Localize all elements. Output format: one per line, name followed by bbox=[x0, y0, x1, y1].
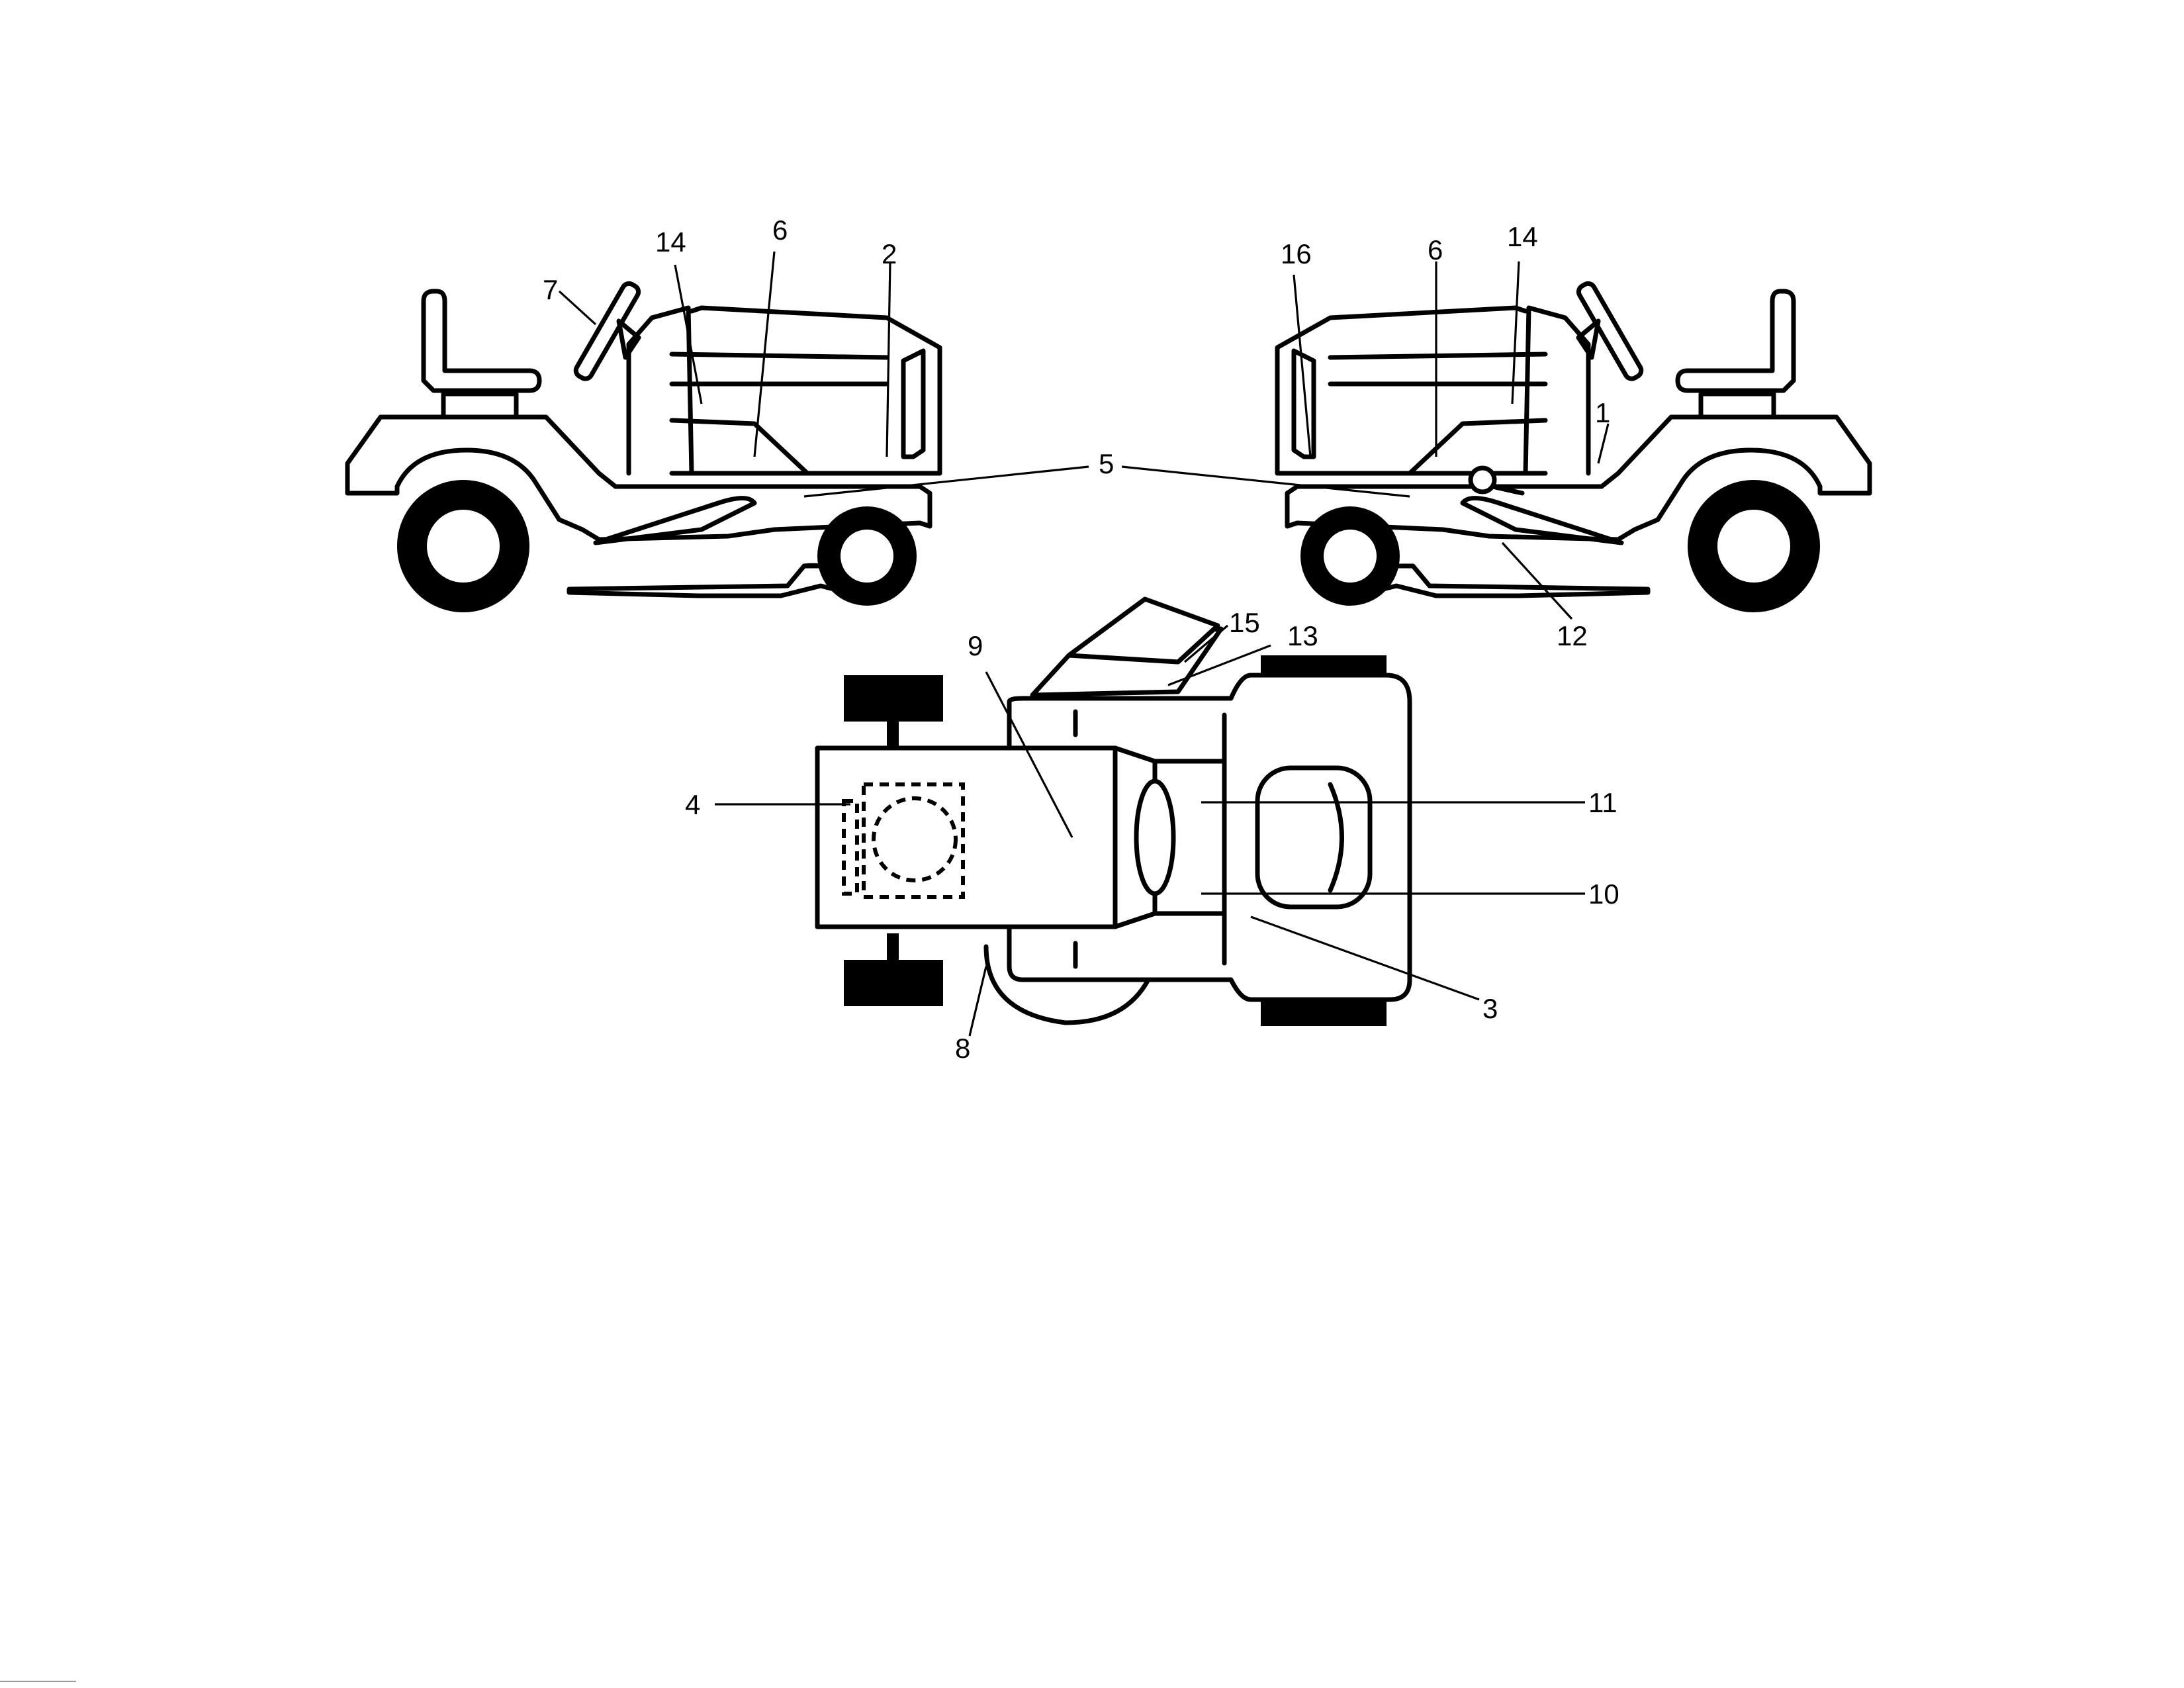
callout-6-left: 6 bbox=[772, 214, 788, 246]
front-tire-top bbox=[844, 675, 943, 722]
callout-3: 3 bbox=[1482, 993, 1498, 1024]
callout-1: 1 bbox=[1595, 397, 1610, 428]
seat-top bbox=[1255, 765, 1373, 910]
rear-tire-bottom bbox=[1261, 1001, 1387, 1026]
callout-4: 4 bbox=[685, 789, 700, 820]
callout-6-right: 6 bbox=[1428, 234, 1443, 265]
callout-11: 11 bbox=[1588, 787, 1617, 818]
tractor-right-side-view bbox=[1275, 281, 1872, 612]
tractor-top-view bbox=[815, 596, 1412, 1026]
tractor-left-side-view bbox=[345, 281, 942, 612]
callout-16: 16 bbox=[1281, 238, 1312, 269]
callout-labels: 7 14 6 2 5 16 6 14 1 12 15 13 9 4 11 10 … bbox=[543, 214, 1619, 1064]
steering-wheel bbox=[573, 281, 641, 381]
lift-lever-knob bbox=[1468, 465, 1497, 494]
callout-5: 5 bbox=[1099, 448, 1114, 479]
seat-post bbox=[441, 391, 519, 420]
steering-wheel-top bbox=[1134, 778, 1176, 896]
callout-13: 13 bbox=[1287, 620, 1318, 651]
engine-decal-outline bbox=[862, 782, 965, 899]
callout-10: 10 bbox=[1588, 878, 1619, 910]
callout-2: 2 bbox=[882, 238, 897, 269]
callout-15: 15 bbox=[1229, 607, 1260, 638]
callout-14-left: 14 bbox=[655, 226, 686, 258]
front-tire-bottom bbox=[844, 960, 943, 1006]
leader-lines bbox=[558, 251, 1610, 1037]
callout-14-right: 14 bbox=[1507, 221, 1538, 252]
callout-9: 9 bbox=[968, 630, 983, 661]
callout-7: 7 bbox=[543, 274, 558, 305]
callout-12: 12 bbox=[1557, 620, 1588, 651]
callout-8: 8 bbox=[955, 1033, 970, 1064]
